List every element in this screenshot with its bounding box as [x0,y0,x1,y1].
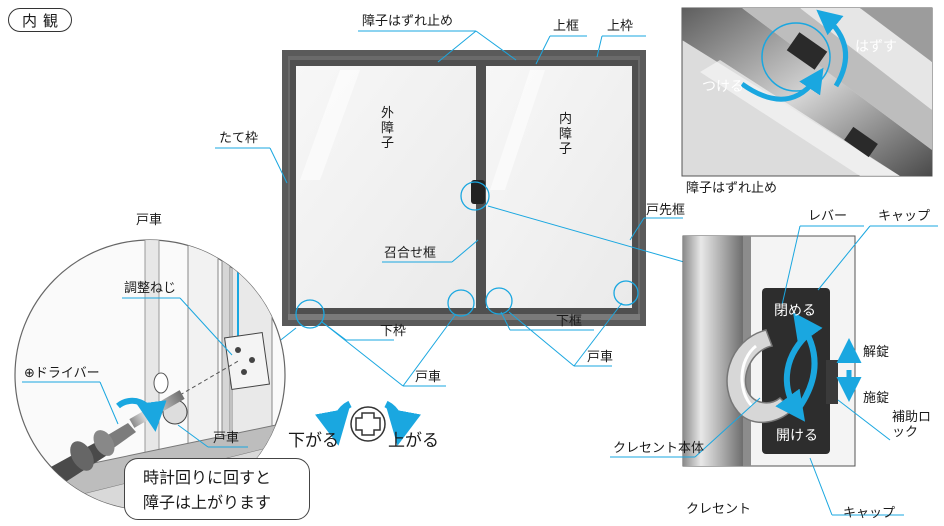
roller-detail-title: 戸車 [136,213,163,228]
window-callouts [295,181,639,329]
label-side-frame: たて枠 [219,131,259,146]
label-adjust-screw: 調整ねじ [124,281,177,296]
label-unlock: 解錠 [863,345,890,360]
label-open: 開ける [776,428,818,444]
label-aux-lock: 補助ロック [892,410,932,440]
label-lower-sash-frame: 下框 [556,314,583,329]
label-glass-stop: 障子はずれ止め [362,14,454,29]
label-outer-sash: 外障子 [380,106,394,151]
inner-sash-glass [486,66,632,308]
label-roller-right: 戸車 [587,350,614,365]
label-crescent-body: クレセント本体 [613,441,705,456]
bubble-line-1: 時計回りに回すと [143,468,272,487]
window-leaders [215,30,699,387]
crescent-lock-small [471,180,485,204]
label-close: 閉める [774,303,816,319]
roller-leaders [22,297,248,448]
label-upper-sash-frame: 上框 [553,19,580,34]
label-raise: 上がる [388,431,439,451]
label-cap-bottom: キャップ [843,506,896,521]
label-inner-sash: 内障子 [558,112,572,157]
label-upper-frame: 上枠 [607,19,634,34]
caption-glass-stop: 障子はずれ止め [686,181,778,196]
counterclockwise-arrow-icon [314,400,352,446]
label-lower: 下がる [288,431,339,451]
interior-view-badge: 内観 [8,8,72,32]
label-remove: はずす [855,39,897,55]
crescent-leaders [610,225,938,516]
label-attach: つける [702,79,744,95]
bubble-line-2: 障子は上がります [143,493,272,512]
label-lock: 施錠 [863,391,890,406]
caption-crescent: クレセント [686,502,752,517]
label-roller-left: 戸車 [415,370,442,385]
label-door-end-frame: 戸先框 [646,203,686,218]
rotation-icon-group [314,400,422,446]
aux-lock [826,360,838,404]
instruction-bubble: 時計回りに回すと 障子は上がります [124,458,310,520]
label-meeting-rail: 召合せ框 [384,246,437,261]
phillips-screw-icon [350,406,386,442]
crescent-inset [682,235,862,467]
outer-sash-glass [296,66,476,308]
clockwise-arrow-icon [384,400,422,446]
label-screwdriver: ⊕ドライバー [24,366,100,381]
label-roller-detail: 戸車 [213,431,240,446]
label-lower-frame: 下枠 [380,324,407,339]
label-cap-top: キャップ [878,209,931,224]
label-lever: レバー [808,209,848,224]
glass-stop-inset [681,7,933,177]
